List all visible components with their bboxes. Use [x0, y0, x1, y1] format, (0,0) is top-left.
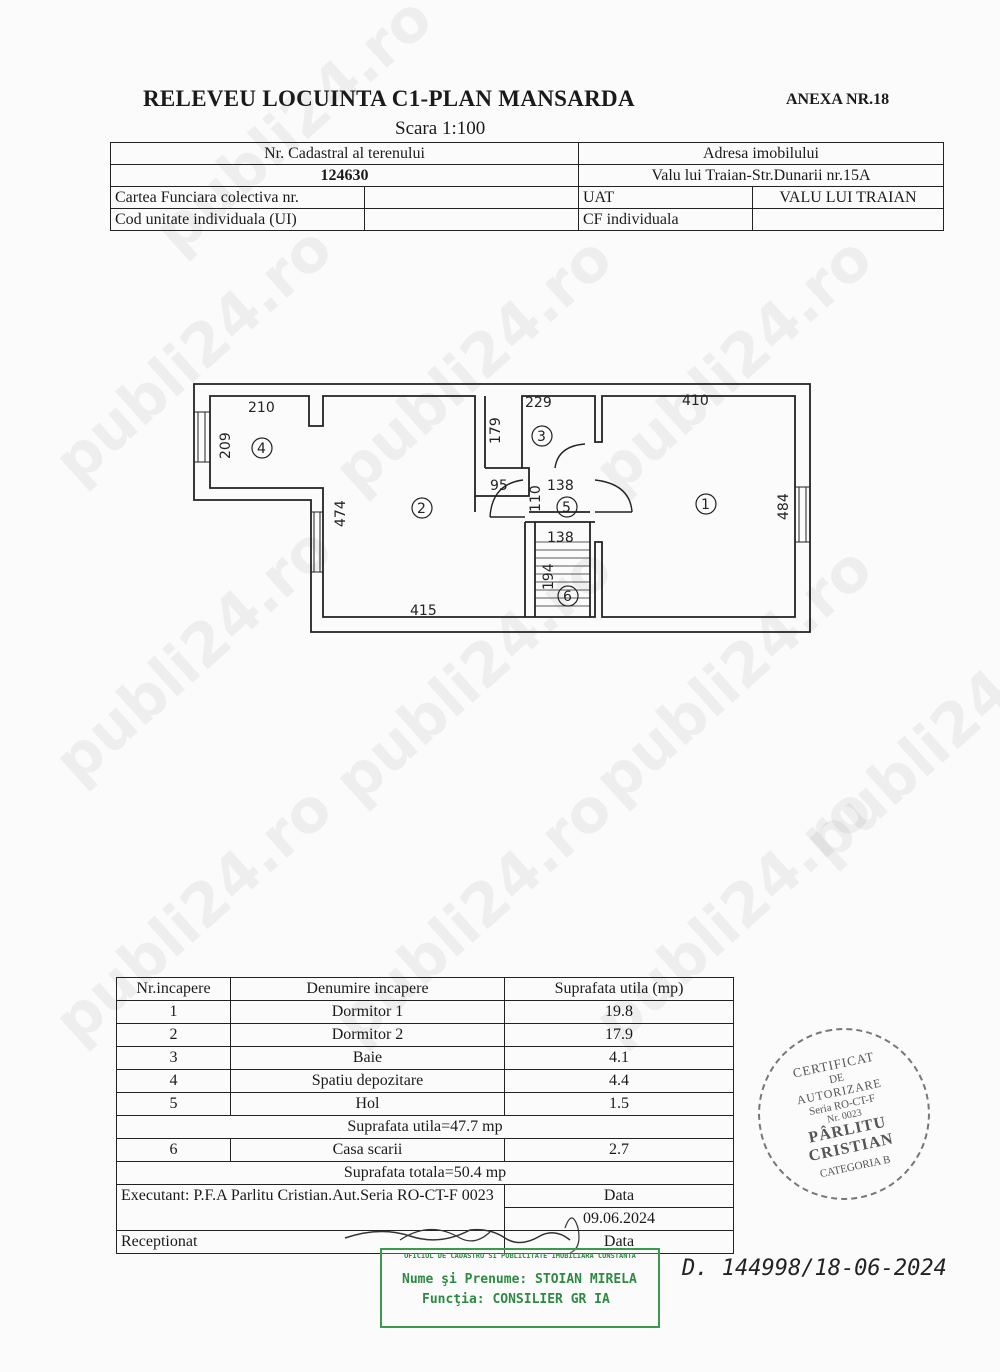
col-header-name: Denumire incapere	[230, 977, 505, 1001]
room-number-6: 6	[563, 589, 572, 605]
cod-ui-label: Cod unitate individuala (UI)	[110, 208, 365, 231]
table-row: 6 Casa scarii 2.7	[116, 1138, 734, 1162]
dim-415: 415	[410, 603, 437, 619]
floor-plan-drawing: 4 2 3 5 1 6 210 209 474 415 229 179 410 …	[193, 383, 811, 633]
data-label-2: Data	[504, 1230, 734, 1254]
room-number-1: 1	[701, 497, 710, 513]
stamp-name: Nume şi Prenume: STOIAN MIRELA	[402, 1272, 637, 1287]
data-value: 09.06.2024	[504, 1207, 734, 1231]
cf-individuala-value	[752, 208, 944, 231]
executant-cell: Executant: P.F.A Parlitu Cristian.Aut.Se…	[116, 1184, 505, 1231]
dim-138-top: 138	[547, 478, 574, 494]
executant-text: Executant: P.F.A Parlitu Cristian.Aut.Se…	[121, 1187, 494, 1204]
dim-484: 484	[776, 493, 792, 520]
handwritten-reference: D. 144998/18-06-2024	[682, 1256, 947, 1281]
address-value: Valu lui Traian-Str.Dunarii nr.15A	[578, 164, 944, 187]
property-info-table: Nr. Cadastral al terenului Adresa imobil…	[110, 142, 944, 231]
cod-ui-value	[364, 208, 579, 231]
dim-229: 229	[525, 395, 552, 411]
table-row: 2 Dormitor 2 17.9	[116, 1023, 734, 1047]
cadastral-label: Nr. Cadastral al terenului	[110, 142, 579, 165]
rooms-area-table: Nr.incapere Denumire incapere Suprafata …	[116, 977, 734, 1254]
dim-179: 179	[488, 417, 504, 444]
dim-138-bottom: 138	[547, 530, 574, 546]
dim-209: 209	[218, 432, 234, 459]
authorization-seal: CERTIFICAT DE AUTORIZARE Seria RO-CT-F N…	[741, 1011, 947, 1217]
dim-210: 210	[248, 400, 275, 416]
table-row: 4 Spatiu depozitare 4.4	[116, 1069, 734, 1093]
cf-individuala-label: CF individuala	[578, 208, 753, 231]
table-row: 3 Baie 4.1	[116, 1046, 734, 1070]
dim-474: 474	[333, 500, 349, 527]
col-header-nr: Nr.incapere	[116, 977, 231, 1001]
dim-410: 410	[682, 393, 709, 409]
room-number-4: 4	[257, 441, 266, 457]
table-row: 1 Dormitor 1 19.8	[116, 1000, 734, 1024]
cf-colectiva-label: Cartea Funciara colectiva nr.	[110, 186, 365, 209]
cf-colectiva-value	[364, 186, 579, 209]
dim-110: 110	[528, 485, 544, 512]
col-header-area: Suprafata utila (mp)	[504, 977, 734, 1001]
subtotal-row: Suprafata utila=47.7 mp	[116, 1115, 734, 1139]
cadastru-stamp: OFICIUL DE CADASTRU SI PUBLICITATE IMOBI…	[380, 1248, 660, 1328]
uat-label: UAT	[578, 186, 753, 209]
address-label: Adresa imobilului	[578, 142, 944, 165]
room-number-5: 5	[562, 500, 571, 516]
dim-194: 194	[541, 563, 557, 590]
room-number-2: 2	[417, 501, 426, 517]
table-row: 5 Hol 1.5	[116, 1092, 734, 1116]
annex-label: ANEXA NR.18	[786, 91, 890, 108]
total-row: Suprafata totala=50.4 mp	[116, 1161, 734, 1185]
data-label: Data	[504, 1184, 734, 1208]
room-number-3: 3	[537, 429, 546, 445]
scale-label: Scara 1:100	[395, 118, 486, 139]
uat-value: VALU LUI TRAIAN	[752, 186, 944, 209]
dim-95: 95	[490, 478, 508, 494]
cadastral-value: 124630	[110, 164, 579, 187]
stamp-header: OFICIUL DE CADASTRU SI PUBLICITATE IMOBI…	[404, 1252, 636, 1260]
stamp-function: Funcţia: CONSILIER GR IA	[422, 1292, 610, 1307]
document-title: RELEVEU LOCUINTA C1-PLAN MANSARDA	[143, 86, 635, 111]
